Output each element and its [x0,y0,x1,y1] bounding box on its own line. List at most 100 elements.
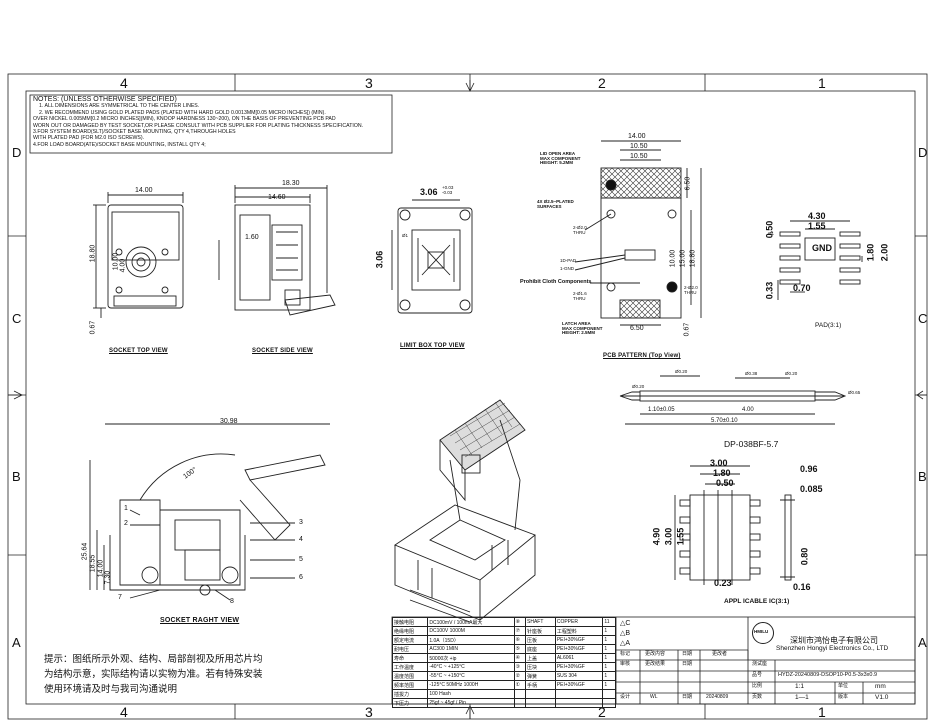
socket-right-h2: 18.55 [89,554,97,573]
bom-cell: PEI+30%GF [554,644,604,654]
bom-cell: 接触电阻 [391,617,429,627]
rev-head-date: 日期 [682,651,693,657]
chinese-note-line: 为结构示意，实际结构请以实物为准。若有特殊安装 [44,669,263,680]
socket-top-h2-dim: 10.00 [112,252,120,271]
ic-d10: 0.23 [714,578,732,588]
limit-box-tolerance: +0.03 -0.03 [442,185,454,195]
pad-d2: 1.55 [808,221,826,231]
ic-d1: 3.00 [710,458,728,468]
bom-cell: 下压力 [391,698,429,708]
socket-3d-graphic [394,399,536,623]
pcb-d2: 10.50 [630,143,648,150]
probe-graphic [619,375,847,425]
bom-cell: 手柄 [525,680,556,690]
rev-head-content: 更改内容 [645,651,666,657]
callout-4: 4 [299,536,303,543]
socket-top-height-dim: 18.80 [89,244,97,263]
bom-cell: ⑤ [513,644,527,654]
bom-cell: PEI+30%GF [554,662,604,672]
pcb-lid-label: LID OPEN AREA MAX COMPONENT HEIGHT: 5.2M… [540,151,581,165]
limit-box-pin1: Ø1 [402,233,409,238]
pad-d5: 2.00 [879,243,890,262]
bom-cell: 压块 [525,662,556,672]
scale-label: 比例 [752,683,763,689]
socket-right-h4: 7.30 [104,570,112,585]
company-logo: HMILU [752,622,774,644]
bom-cell: 频率范围 [391,680,429,690]
socket-side-w1-dim: 18.30 [282,180,300,187]
ic-d11: 0.16 [793,582,811,592]
bom-cell [554,689,604,699]
pcb-d8: 6.50 [630,325,644,332]
bom-cell: PEI+30%GF [554,635,604,645]
bom-cell: 1 [602,662,616,672]
col-label-top-2: 2 [598,75,606,91]
socket-side-view-graphic [218,185,336,316]
bom-cell [513,689,527,699]
bom-cell: PEI+30%GF [554,680,604,690]
bom-cell: 弹簧 [525,671,556,681]
bom-cell: 耐电压 [391,644,429,654]
bom-cell: AL6061 [554,653,604,663]
pad-caption: PAD(3:1) [815,322,842,329]
row-label-left-a: A [12,635,21,650]
callout-2: 2 [124,520,128,527]
bom-cell: 压板 [525,635,556,645]
bom-cell: 工程塑料 [554,626,604,636]
ic-d8: 1.55 [675,527,686,546]
pcb-d3: 10.50 [630,153,648,160]
check-date-label: 日期 [682,661,693,667]
logo-text: HMILU [754,629,769,634]
bom-cell: 额定电流 [391,635,429,645]
notes-line: 4.FOR LOAD BOARD(ATE)/SOCKET BASE MOUNTI… [33,141,206,148]
rev-head-mark: 标记 [620,651,631,657]
socket-side-caption: SOCKET SIDE VIEW [252,348,313,354]
callout-1: 1 [124,505,128,512]
ic-graphic [674,465,795,585]
limit-box-caption: LIMIT BOX TOP VIEW [400,343,465,349]
product-name-label: 测试座 [752,661,768,667]
bom-cell [525,689,556,699]
pad-d7: 0.70 [793,283,811,293]
limit-box-height-dim: 3.06 [374,250,385,269]
bom-cell [513,698,527,708]
bom-cell [554,698,604,708]
bom-cell: SUS 304 [554,671,604,681]
pcb-gnd-label: 1-GND [560,266,575,271]
notes-line: 1. ALL DIMENSIONS ARE SYMMETRICAL TO THE… [39,103,200,110]
bom-cell: -55°C ~ +150°C [427,671,515,681]
socket-right-view-graphic [89,423,330,601]
bom-cell [525,698,556,708]
socket-side-w3-dim: 1.60 [245,234,259,241]
ic-d2: 1.80 [713,468,731,478]
sheet-label: 页数 [752,694,763,700]
socket-right-h3: 14.00 [97,559,105,578]
socket-right-caption: SOCKET RAGHT VIEW [160,617,240,624]
bom-cell: 1 [602,626,616,636]
notes-block: NOTES: (UNLESS OTHERWISE SPECIFIED) 1. A… [33,96,389,148]
chinese-note: 提示：图纸所示外观、结构、局部剖视及所用芯片均 为结构示意，实际结构请以实物为准… [44,652,344,697]
row-label-right-a: A [918,635,927,650]
probe-end: Ø0.65 [848,390,861,395]
company-name-en: Shenzhen Hongyi Electronics Co., LTD [776,645,889,652]
scale-value: 1:1 [795,683,805,690]
socket-right-width-dim: 30.98 [220,418,238,425]
probe-d5: Ø0.38 [745,371,758,376]
outer-frame [7,73,928,720]
rev-c: △C [620,620,631,627]
socket-3d-lid-grid [449,401,521,458]
bom-cell: 温度范围 [391,671,429,681]
pcb-thru3-label: 2-Ø2.0 THRU [684,285,698,295]
bom-cell [602,689,616,699]
ic-d9: 0.80 [799,547,810,566]
approve-result-label: 更改结果 [645,661,666,667]
bom-cell: 寿命 [391,653,429,663]
